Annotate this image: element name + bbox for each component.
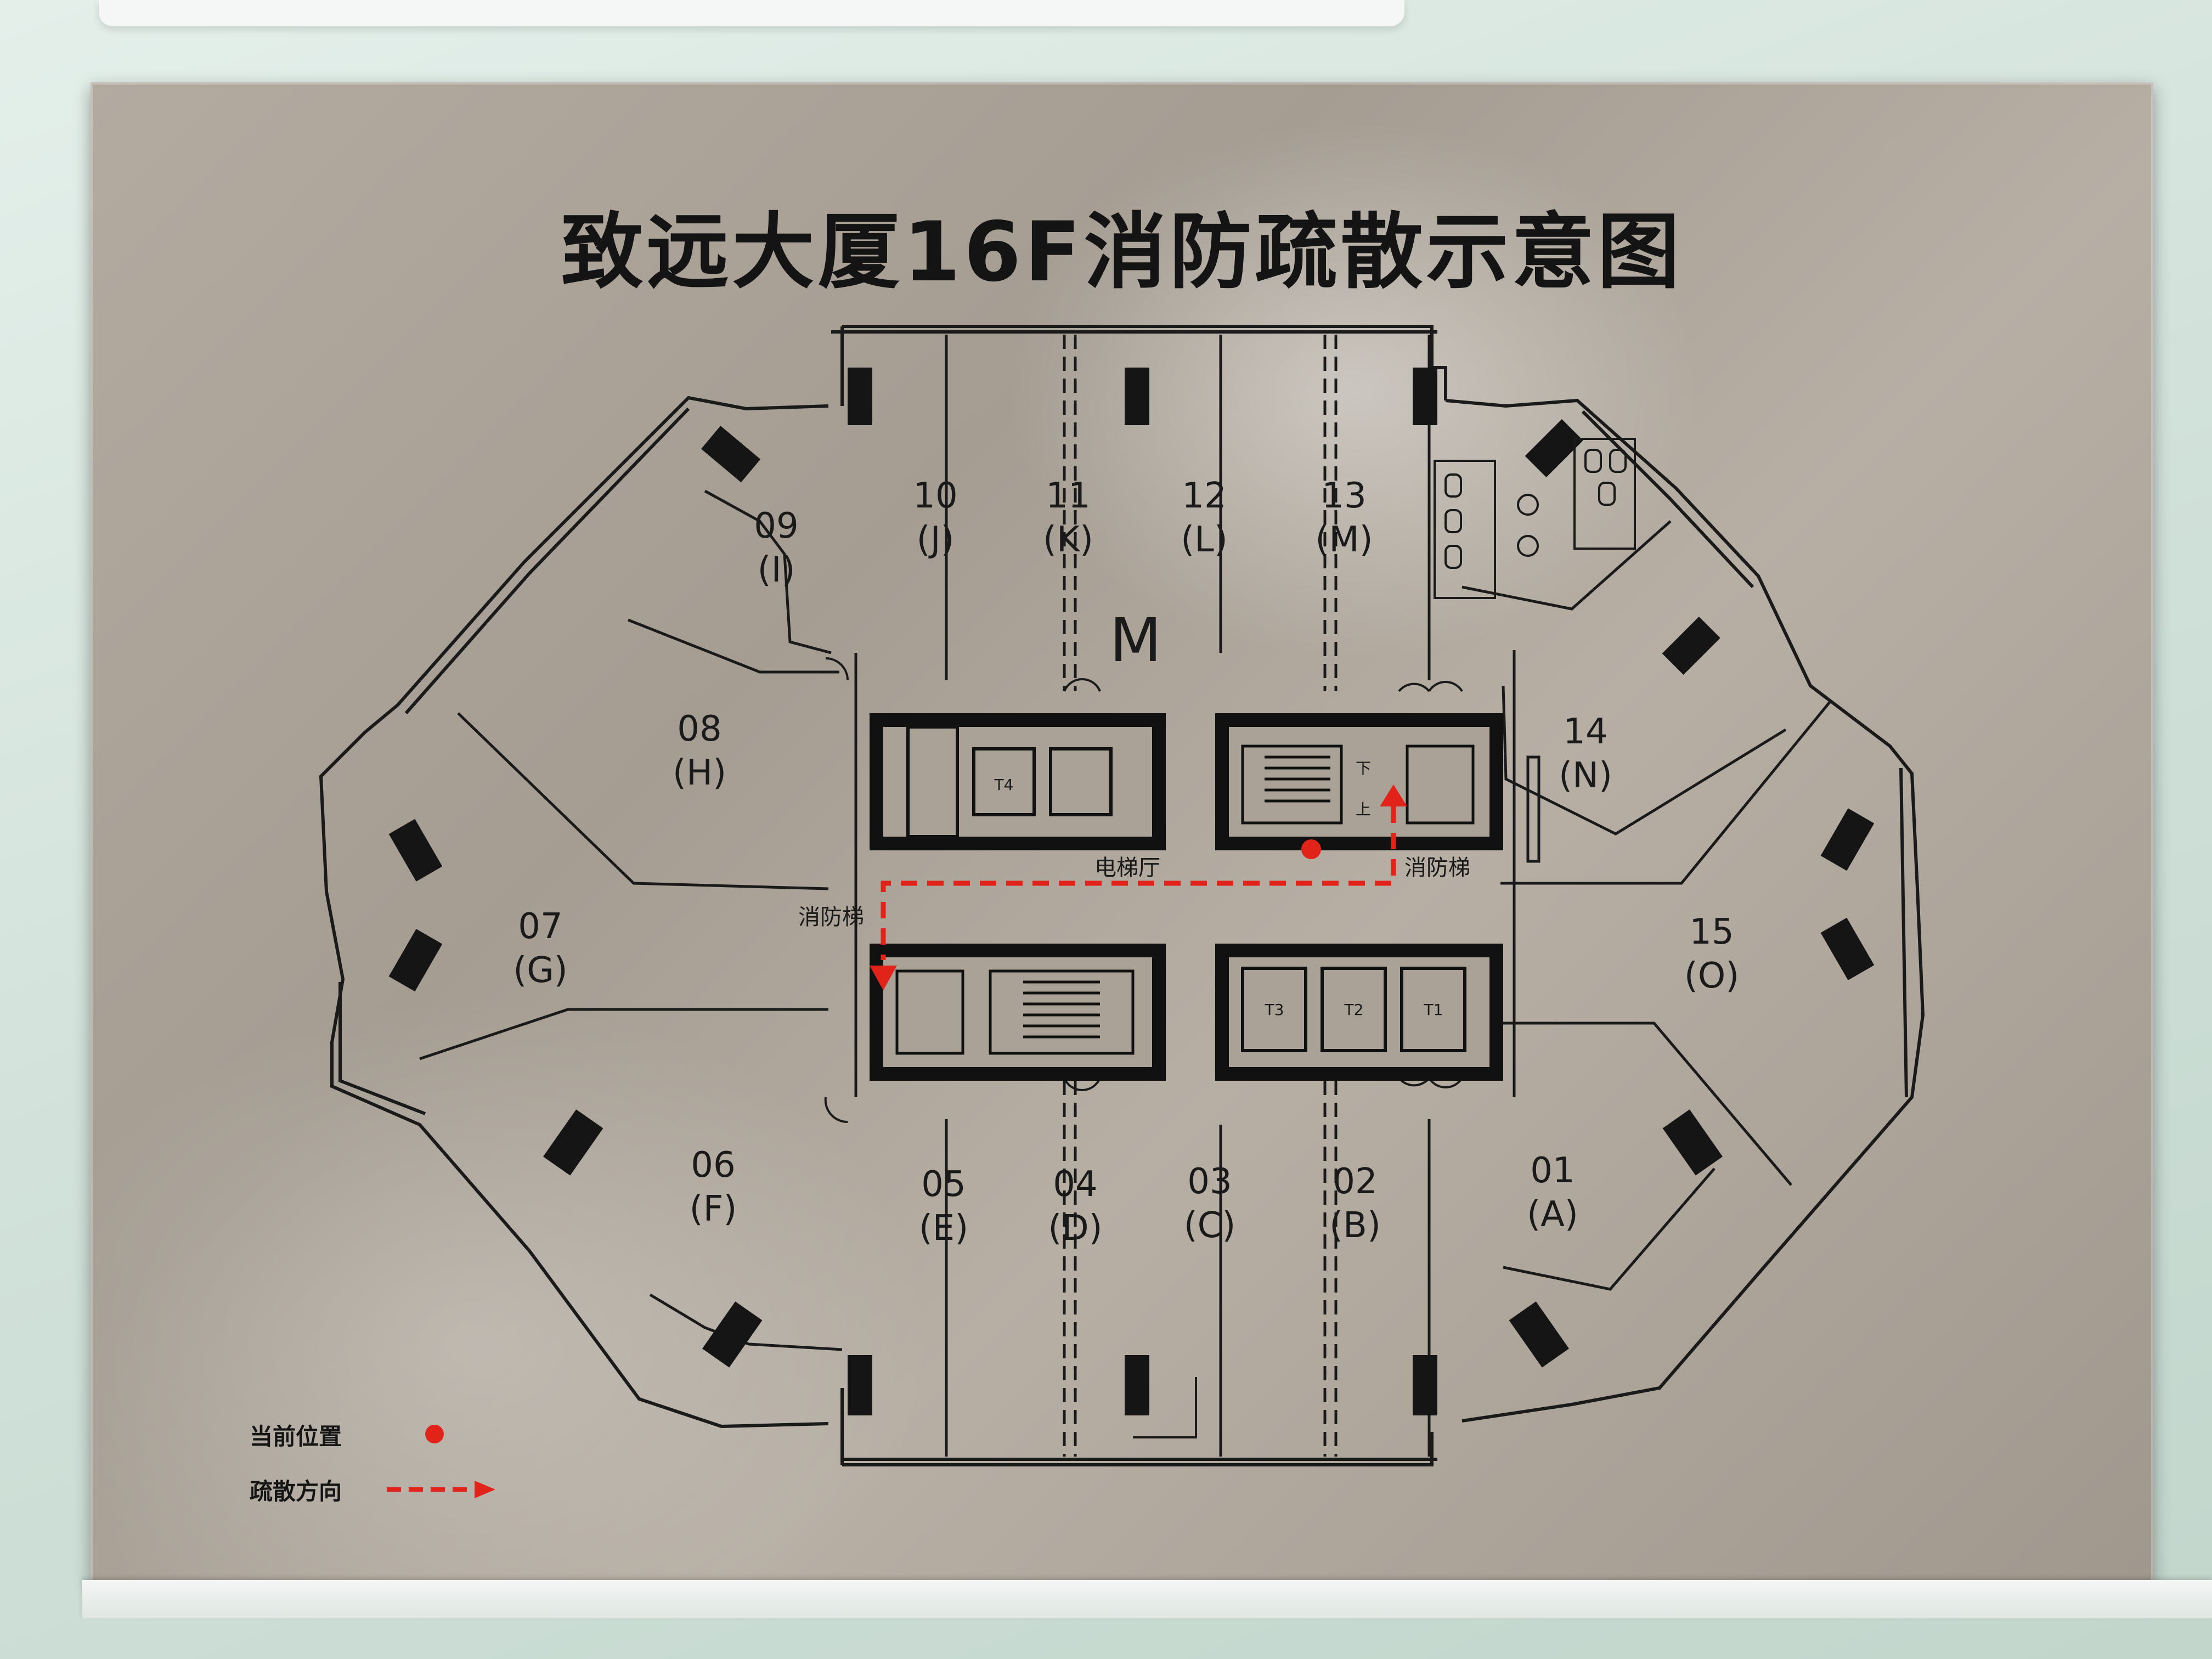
cabinet: [388, 929, 443, 992]
evacuation-arrow-up: [1380, 785, 1407, 806]
legend-current-position: 当前位置: [250, 1418, 634, 1451]
elevator-lobby-label: 电梯厅: [1094, 855, 1160, 881]
unit-03-num: 03: [1187, 1161, 1232, 1202]
unit-labels: 01 (A) 02 (B) 03 (C) 04 (D) 05 (E) 06 (F…: [513, 476, 1739, 1249]
cabinet: [1413, 1355, 1437, 1415]
unit-14-num: 14: [1563, 712, 1607, 752]
unit-07-num: 07: [518, 906, 562, 947]
lower-left-core: [870, 944, 1166, 1081]
legend-evacuation-direction: 疏散方向: [250, 1473, 634, 1506]
cabinet: [848, 368, 872, 425]
wall-card: [99, 0, 1404, 26]
unit-05-code: (E): [919, 1208, 968, 1249]
interior-walls: [419, 335, 1831, 1457]
unit-13-code: (M): [1315, 520, 1373, 560]
unit-12-code: (L): [1181, 520, 1228, 560]
outer-walls: [319, 325, 1925, 1466]
unit-11-code: (K): [1043, 520, 1093, 560]
legend-evacuation-direction-label: 疏散方向: [250, 1478, 342, 1505]
lift-label-t2: T2: [1344, 1001, 1364, 1019]
unit-04-num: 04: [1053, 1164, 1097, 1205]
cabinet: [1662, 1109, 1723, 1176]
lift-label-t1: T1: [1424, 1001, 1443, 1019]
cabinet: [1525, 419, 1583, 478]
unit-15-code: (O): [1684, 956, 1739, 996]
evacuation-route: [870, 785, 1407, 990]
unit-10-code: (J): [917, 520, 955, 560]
legend-red-dot: [425, 1425, 444, 1443]
unit-02-num: 02: [1333, 1161, 1377, 1202]
cabinet: [701, 426, 761, 483]
evacuation-arrow-down: [870, 966, 897, 990]
unit-07-code: (G): [513, 950, 568, 991]
current-position-marker: [1301, 839, 1321, 859]
unit-08-code: (H): [673, 753, 726, 793]
lower-right-core: T3 T2 T1: [1215, 944, 1503, 1081]
fire-hose-cabinets: [388, 368, 1875, 1415]
unit-01-code: (A): [1527, 1194, 1578, 1235]
unit-06-code: (F): [690, 1189, 737, 1229]
lift-label-t3: T3: [1265, 1001, 1284, 1019]
restroom-fixtures: [1434, 438, 1636, 599]
upper-right-core: 下 上: [1215, 713, 1503, 850]
unit-09-num: 09: [754, 506, 798, 546]
unit-13-num: 13: [1322, 476, 1366, 516]
cabinet: [1413, 368, 1437, 425]
legend-dashed-arrow: [387, 1481, 495, 1498]
cabinet: [1125, 1355, 1149, 1415]
cabinet: [1820, 808, 1875, 871]
upper-left-core: T4: [870, 713, 1166, 850]
stair-down-label: 下: [1356, 759, 1371, 777]
unit-14-code: (N): [1559, 755, 1612, 796]
unit-03-code: (C): [1184, 1205, 1236, 1246]
cabinet: [1509, 1301, 1569, 1368]
unit-15-num: 15: [1689, 912, 1734, 952]
cabinet: [388, 819, 443, 882]
fire-stair-label-right: 消防梯: [1404, 855, 1470, 881]
unit-11-num: 11: [1046, 476, 1090, 516]
unit-10-num: 10: [913, 476, 957, 516]
door-arcs: [824, 657, 1463, 1438]
cabinet: [543, 1109, 603, 1176]
evacuation-plaque: 致远大厦16F消防疏散示意图: [91, 82, 2153, 1583]
plaque-title: 致远大厦16F消防疏散示意图: [561, 205, 1683, 300]
evacuation-path: [881, 806, 1396, 960]
unit-01-num: 01: [1530, 1150, 1575, 1191]
stair-up-label: 上: [1356, 800, 1371, 819]
legend-current-position-label: 当前位置: [250, 1423, 342, 1450]
fire-stair-label-left: 消防梯: [798, 905, 864, 930]
unit-02-code: (B): [1329, 1205, 1381, 1246]
unit-05-num: 05: [921, 1164, 966, 1205]
floor-plan: M T4 下 上: [319, 325, 1925, 1466]
cabinet: [1125, 368, 1149, 425]
unit-12-num: 12: [1182, 476, 1226, 516]
lift-label-t4: T4: [994, 776, 1014, 794]
cabinet: [1662, 616, 1720, 675]
cabinet: [848, 1355, 872, 1415]
restroom-symbol: M: [1110, 605, 1162, 675]
bottom-ledge: [82, 1580, 2212, 1618]
cabinet: [702, 1301, 763, 1368]
unit-04-code: (D): [1048, 1208, 1102, 1249]
unit-06-num: 06: [691, 1145, 735, 1186]
unit-09-code: (I): [758, 550, 795, 590]
unit-08-num: 08: [677, 709, 721, 749]
cabinet: [1820, 917, 1875, 980]
